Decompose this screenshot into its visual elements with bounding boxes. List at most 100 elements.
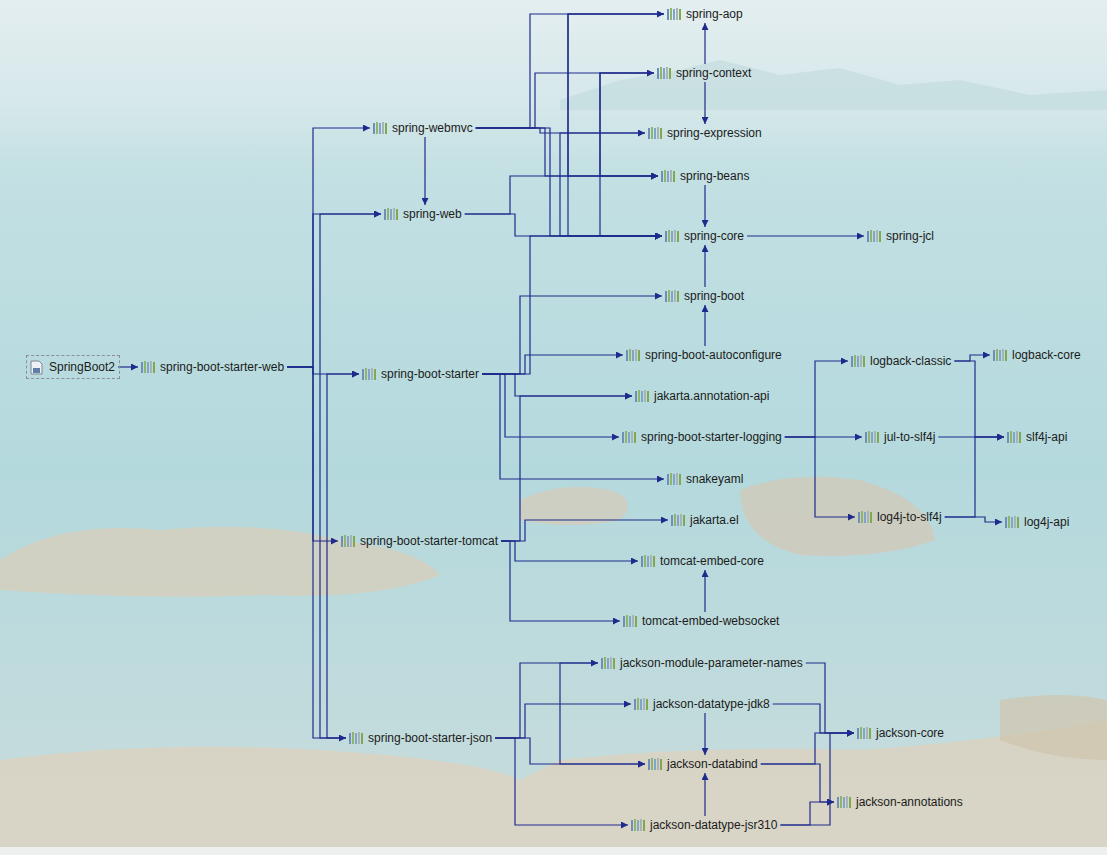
artifact-name: spring-boot xyxy=(683,288,745,304)
artifact-name: spring-jcl xyxy=(885,228,935,244)
dependency-arrow xyxy=(495,738,628,825)
module-node: SpringBoot2 xyxy=(30,359,116,375)
library-icon xyxy=(622,614,637,628)
dependency-node: jakarta.el xyxy=(670,512,740,528)
library-icon xyxy=(856,726,871,740)
dependency-arrow xyxy=(482,236,662,374)
dependency-arrow xyxy=(495,738,645,764)
dependency-arrow xyxy=(424,137,425,205)
dependency-node: tomcat-embed-websocket xyxy=(622,613,780,629)
dependency-arrow xyxy=(945,437,1004,517)
library-icon xyxy=(348,731,363,745)
dependency-arrow xyxy=(568,14,664,236)
library-icon xyxy=(850,354,865,368)
artifact-name: jackson-core xyxy=(875,725,945,741)
artifact-name: jackson-datatype-jsr310 xyxy=(649,817,778,833)
dependency-node: jackson-core xyxy=(856,725,945,741)
dependency-node: spring-beans xyxy=(660,168,750,184)
dependency-node: jakarta.annotation-api xyxy=(634,388,770,404)
dependency-node: spring-aop xyxy=(666,6,744,22)
artifact-name: logback-core xyxy=(1011,347,1082,363)
dependency-node: spring-jcl xyxy=(866,228,935,244)
dependency-arrow xyxy=(747,235,864,236)
library-icon xyxy=(666,7,681,21)
library-icon xyxy=(866,229,881,243)
artifact-name: log4j-to-slf4j xyxy=(876,509,943,525)
dependency-arrow xyxy=(287,128,370,367)
dependency-arrow xyxy=(495,663,598,738)
dependency-node: jackson-datatype-jdk8 xyxy=(633,696,771,712)
dependency-arrow xyxy=(482,296,662,374)
artifact-name: log4j-api xyxy=(1023,514,1070,530)
artifact-name: logback-classic xyxy=(869,353,952,369)
dependency-arrow xyxy=(476,128,658,176)
dependency-arrow xyxy=(780,733,854,825)
dependency-node: jackson-databind xyxy=(647,756,759,772)
dependency-arrow xyxy=(704,570,705,612)
library-icon xyxy=(634,389,649,403)
dependency-arrow xyxy=(501,541,638,561)
dependency-arrow xyxy=(780,802,834,825)
dependency-node: spring-expression xyxy=(647,125,763,141)
dependency-arrow xyxy=(785,361,848,437)
artifact-name: spring-context xyxy=(675,65,752,81)
library-icon xyxy=(992,348,1007,362)
dependency-node: jackson-annotations xyxy=(836,794,964,810)
dependency-arrow xyxy=(568,14,664,176)
artifact-name: jakarta.el xyxy=(689,512,740,528)
artifact-name: SpringBoot2 xyxy=(48,359,116,375)
dependency-arrow xyxy=(476,128,645,133)
dependency-node: logback-core xyxy=(992,347,1082,363)
dependency-arrow xyxy=(704,82,705,124)
dependency-arrow xyxy=(704,305,705,346)
dependency-arrow xyxy=(954,361,1004,437)
artifact-name: spring-boot-starter-logging xyxy=(640,429,783,445)
dependency-arrow xyxy=(704,245,705,287)
artifact-name: spring-boot-starter-tomcat xyxy=(359,533,499,549)
dependency-arrow xyxy=(482,374,619,437)
artifact-name: snakeyaml xyxy=(685,471,744,487)
dependency-arrow xyxy=(704,185,705,227)
dependency-arrow xyxy=(600,73,662,236)
library-icon xyxy=(647,126,662,140)
dependency-node: spring-boot-starter-web xyxy=(140,359,285,375)
dependency-node: spring-boot-starter-json xyxy=(348,730,493,746)
dependency-arrow xyxy=(118,366,138,367)
artifact-name: spring-boot-starter xyxy=(380,366,480,382)
dependency-arrow xyxy=(320,214,381,738)
dependency-arrow xyxy=(560,133,662,236)
dependency-node: jul-to-slf4j xyxy=(864,429,936,445)
library-icon xyxy=(664,289,679,303)
dependency-arrow xyxy=(785,437,855,517)
artifact-name: jakarta.annotation-api xyxy=(653,388,770,404)
library-icon xyxy=(660,169,675,183)
dependency-arrow xyxy=(806,663,854,733)
artifact-name: spring-beans xyxy=(679,168,750,184)
dependency-arrow xyxy=(501,541,620,621)
dependency-arrow xyxy=(945,517,1002,522)
library-icon xyxy=(864,430,879,444)
module-icon xyxy=(30,360,44,375)
library-icon xyxy=(836,795,851,809)
dependency-arrow xyxy=(287,367,359,374)
dependency-arrow xyxy=(501,396,632,541)
dependency-arrow xyxy=(600,73,658,176)
artifact-name: jackson-module-parameter-names xyxy=(619,655,804,671)
library-icon xyxy=(625,348,640,362)
library-icon xyxy=(664,229,679,243)
dependency-node: spring-web xyxy=(383,206,463,222)
artifact-name: jackson-datatype-jdk8 xyxy=(652,696,771,712)
dependency-node: log4j-api xyxy=(1004,514,1070,530)
dependency-arrow xyxy=(287,214,381,367)
dependency-node: log4j-to-slf4j xyxy=(857,509,943,525)
dependency-arrow xyxy=(476,128,662,236)
artifact-name: tomcat-embed-core xyxy=(659,553,765,569)
artifact-name: spring-boot-starter-web xyxy=(159,359,285,375)
dependency-node: logback-classic xyxy=(850,353,952,369)
library-icon xyxy=(140,360,155,374)
dependency-node: snakeyaml xyxy=(666,471,744,487)
dependency-arrow xyxy=(761,733,854,764)
dependency-arrow xyxy=(482,374,664,479)
dependency-arrow xyxy=(327,374,359,738)
library-icon xyxy=(361,367,376,381)
